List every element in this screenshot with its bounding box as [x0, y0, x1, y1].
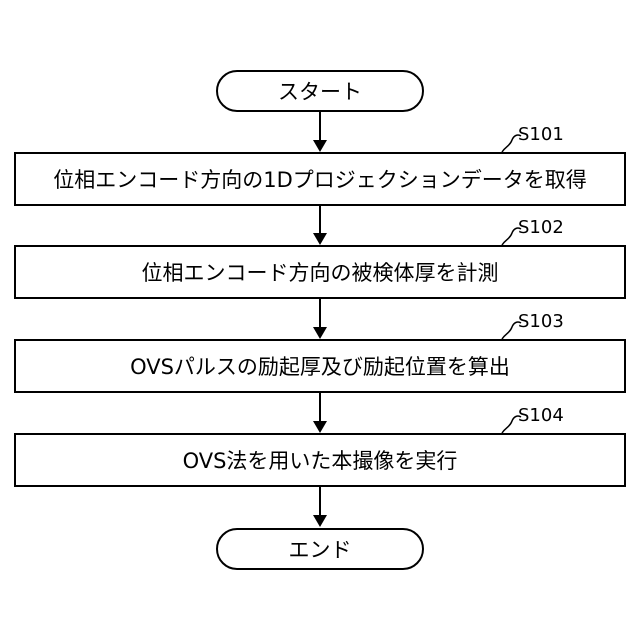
end-terminal: エンド	[216, 528, 424, 570]
step-id-s102: S102	[518, 218, 564, 238]
step-id-s103: S103	[518, 312, 564, 332]
process-box-s101: 位相エンコード方向の1Dプロジェクションデータを取得	[14, 152, 626, 206]
process-label-s103: OVSパルスの励起厚及び励起位置を算出	[130, 351, 510, 381]
start-terminal: スタート	[216, 70, 424, 112]
arrow-start-to-s101	[313, 112, 327, 152]
arrow-s104-to-end	[313, 487, 327, 527]
arrow-s103-to-s104	[313, 393, 327, 433]
process-label-s104: OVS法を用いた本撮像を実行	[183, 445, 458, 475]
arrow-s101-to-s102	[313, 206, 327, 245]
process-label-s102: 位相エンコード方向の被検体厚を計測	[142, 257, 499, 287]
end-label: エンド	[289, 534, 352, 564]
step-id-s104: S104	[518, 406, 564, 426]
process-box-s103: OVSパルスの励起厚及び励起位置を算出	[14, 339, 626, 393]
step-id-s101: S101	[518, 125, 564, 145]
process-box-s104: OVS法を用いた本撮像を実行	[14, 433, 626, 487]
start-label: スタート	[278, 76, 362, 106]
process-box-s102: 位相エンコード方向の被検体厚を計測	[14, 245, 626, 299]
process-label-s101: 位相エンコード方向の1Dプロジェクションデータを取得	[53, 164, 587, 194]
arrow-s102-to-s103	[313, 299, 327, 339]
